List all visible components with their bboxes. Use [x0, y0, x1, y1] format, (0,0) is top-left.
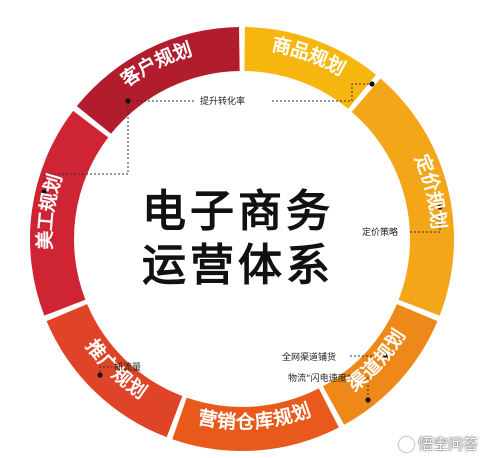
watermark: 悟空问答 — [398, 433, 478, 454]
connector-dot — [383, 353, 389, 359]
ring-segment — [244, 27, 376, 109]
connector-dot — [97, 372, 103, 378]
connector-dot — [369, 81, 375, 87]
connector-traffic — [99, 366, 112, 372]
ring-segment — [76, 27, 240, 134]
ring-segments — [29, 27, 454, 452]
connector-logistics — [356, 376, 369, 398]
annotation-conversion: 提升转化率 — [200, 95, 245, 107]
watermark-logo-icon — [398, 437, 414, 452]
ring-segment — [29, 110, 109, 316]
ring-segment — [322, 304, 438, 425]
annotation-channel: 全网渠道铺货 — [282, 351, 336, 363]
connector-left — [43, 160, 129, 188]
connector-dot — [41, 189, 47, 195]
connector-pricing — [410, 210, 441, 233]
ring-segment — [351, 78, 454, 316]
annotation-logistics: 物流“闪电速度” — [288, 372, 351, 384]
annotation-pricing: 定价策略 — [362, 226, 398, 238]
connector-dot — [437, 204, 443, 210]
annotation-connectors — [41, 81, 443, 403]
center-title-line1: 电子商务 — [142, 186, 334, 237]
watermark-text: 悟空问答 — [417, 435, 478, 453]
annotation-traffic: 抓流量 — [114, 361, 141, 373]
connector-dot — [125, 98, 131, 104]
ring-segment — [172, 388, 339, 452]
ring-segment — [46, 304, 183, 438]
connector-dot — [365, 397, 371, 403]
center-title-line2: 运营体系 — [142, 240, 334, 291]
connector-conversion-right — [272, 83, 372, 102]
connector-conversion — [127, 98, 196, 160]
annotations: 提升转化率 定价策略 全网渠道铺货 物流“闪电速度” 抓流量 — [114, 95, 398, 384]
